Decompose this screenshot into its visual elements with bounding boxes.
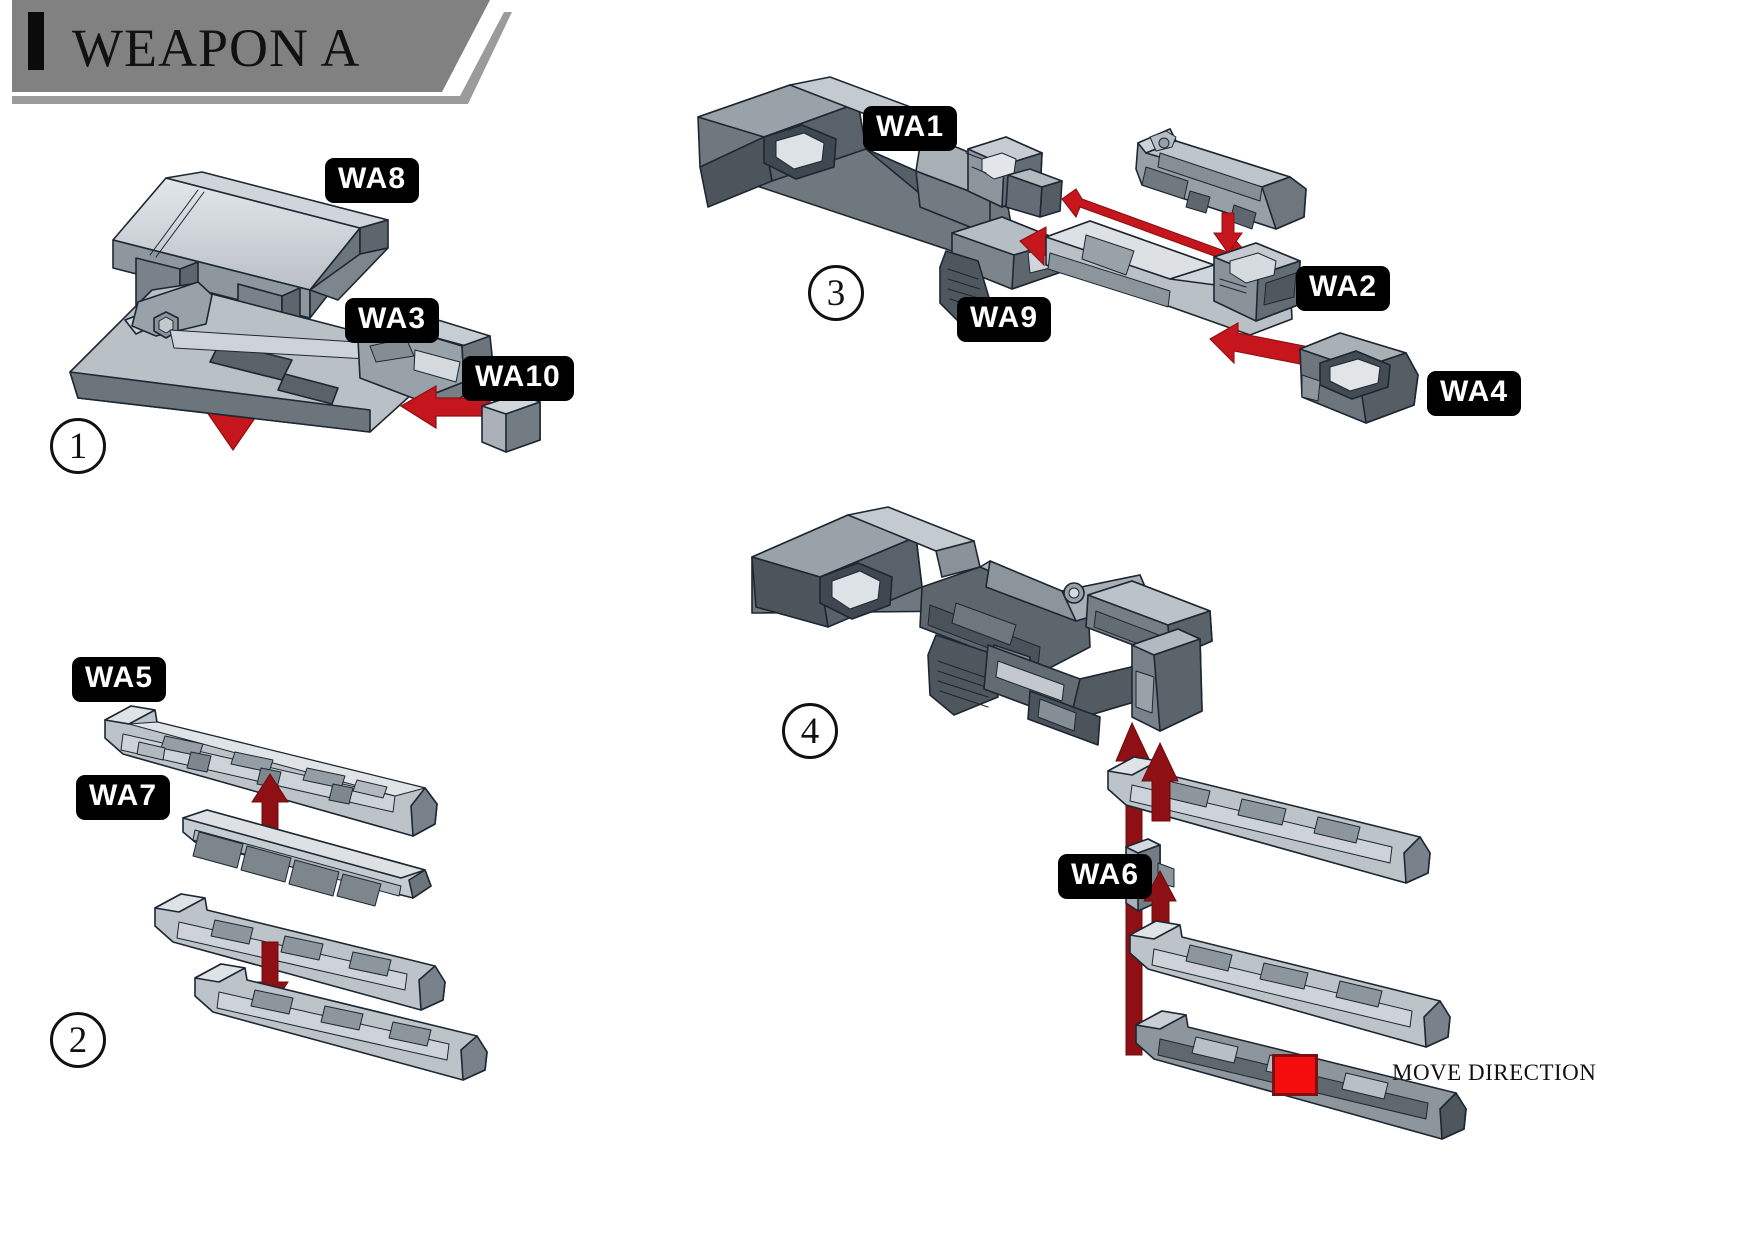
step4-arrow-upper	[1141, 741, 1179, 822]
part-wa10	[481, 393, 541, 453]
page-title: WEAPON A	[72, 18, 361, 78]
part-wa4	[1299, 332, 1419, 424]
step-number-3: 3	[808, 265, 864, 321]
header-banner: WEAPON A	[12, 0, 512, 112]
part-label-wa9: WA9	[957, 297, 1052, 342]
part-rail-upper	[1107, 756, 1431, 884]
part-wa2	[1135, 128, 1307, 230]
part-label-wa4: WA4	[1427, 371, 1522, 416]
part-label-wa6: WA6	[1058, 854, 1153, 899]
step-number-1: 1	[50, 418, 106, 474]
part-wa7	[182, 809, 432, 907]
part-wa8	[112, 171, 389, 373]
step4-artwork	[751, 506, 1467, 1140]
part-label-wa3: WA3	[345, 298, 440, 343]
part-rail-lower	[1129, 920, 1451, 1048]
part-wa3	[69, 281, 495, 433]
step3-artwork	[697, 76, 1419, 424]
move-direction-label: MOVE DIRECTION	[1392, 1060, 1597, 1085]
part-label-wa10: WA10	[462, 356, 574, 401]
step-number-2: 2	[50, 1012, 106, 1068]
step3-arrow-down	[1213, 212, 1243, 254]
part-label-wa7: WA7	[76, 775, 171, 820]
move-direction-swatch	[1272, 1054, 1318, 1096]
part-label-wa2: WA2	[1296, 266, 1391, 311]
part-label-wa8: WA8	[325, 158, 420, 203]
part-pair-assembled-lower	[194, 963, 488, 1081]
step-number-4: 4	[782, 703, 838, 759]
assembled-weapon	[751, 506, 1213, 746]
part-pair-assembled-upper	[154, 893, 446, 1011]
part-wa5	[104, 705, 438, 837]
step2-artwork	[104, 705, 488, 1081]
part-central-frame	[1045, 220, 1301, 336]
part-label-wa5: WA5	[72, 657, 167, 702]
part-wa1	[697, 76, 1063, 262]
step1-artwork	[69, 171, 541, 453]
header-accent-bar	[28, 12, 44, 70]
part-label-wa1: WA1	[863, 106, 958, 151]
